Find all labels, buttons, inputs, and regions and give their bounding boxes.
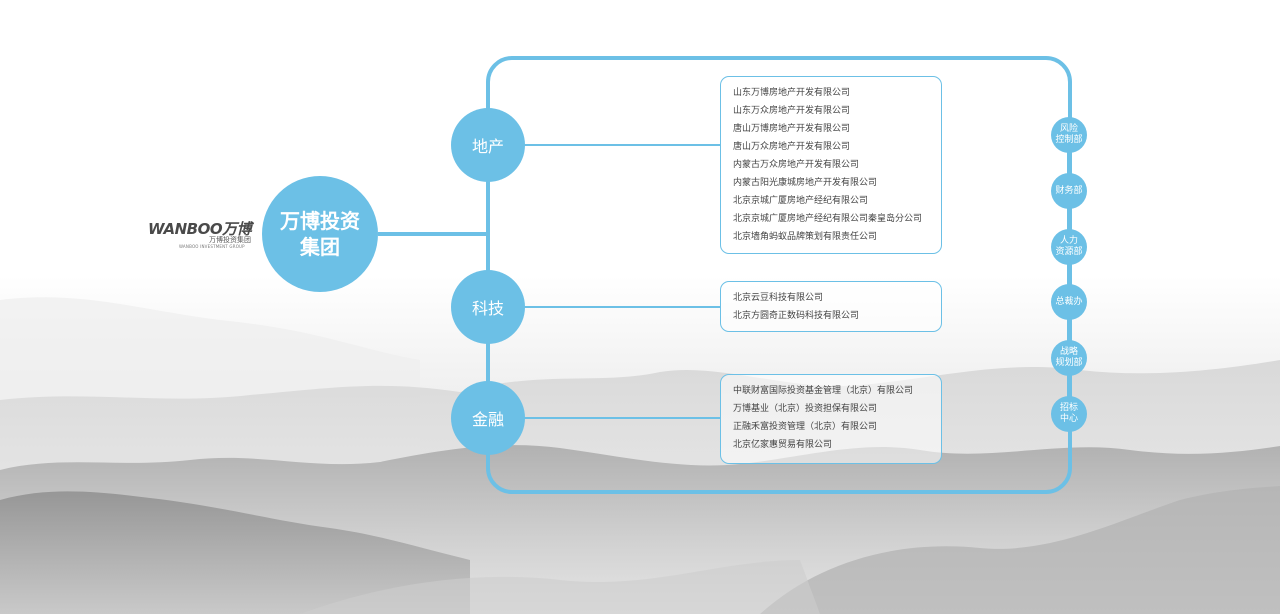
company-item: 北京云豆科技有限公司 — [733, 293, 824, 303]
logo-wordmark: WANBOO万博 — [148, 220, 252, 238]
dept-node-hr: 人力资源部 — [1051, 229, 1087, 265]
root-label-line1: 万博投资 — [280, 209, 360, 233]
company-item: 万博基业（北京）投资担保有限公司 — [733, 404, 878, 414]
dept-node-risk-control: 风险控制部 — [1051, 117, 1087, 153]
dept-label-line2: 资源部 — [1055, 247, 1083, 257]
company-logo: WANBOO万博 万博投资集团 WANBOO INVESTMENT GROUP — [148, 218, 254, 252]
company-item: 山东万众房地产开发有限公司 — [733, 106, 851, 116]
dept-label-line1: 风险 — [1059, 124, 1078, 134]
dept-label-line1: 战略 — [1059, 347, 1078, 357]
dept-node-bidding: 招标中心 — [1051, 396, 1087, 432]
branch-node-realestate: 地产 — [451, 108, 525, 182]
company-item: 北京京城广厦房地产经纪有限公司秦皇岛分公司 — [733, 214, 923, 224]
company-item: 内蒙古万众房地产开发有限公司 — [733, 160, 860, 170]
company-box-tech: 北京云豆科技有限公司 北京方圆奇正数码科技有限公司 — [720, 281, 942, 332]
company-item: 中联财富国际投资基金管理（北京）有限公司 — [733, 386, 914, 396]
logo-english-name: WANBOO INVESTMENT GROUP — [179, 244, 245, 249]
dept-label-line2: 规划部 — [1055, 358, 1083, 368]
dept-node-strategy: 战略规划部 — [1051, 340, 1087, 376]
dept-label-line2: 中心 — [1059, 414, 1078, 424]
dept-label-line1: 人力 — [1059, 236, 1078, 246]
company-item: 内蒙古阳光康城房地产开发有限公司 — [733, 178, 878, 188]
dept-label-line2: 控制部 — [1055, 135, 1083, 145]
root-node: 万博投资 集团 — [262, 176, 378, 292]
company-box-realestate: 山东万博房地产开发有限公司 山东万众房地产开发有限公司 唐山万博房地产开发有限公… — [720, 76, 942, 254]
company-item: 唐山万博房地产开发有限公司 — [733, 124, 851, 134]
company-item: 北京方圆奇正数码科技有限公司 — [733, 311, 860, 321]
company-item: 北京墙角蚂蚁品牌策划有限责任公司 — [733, 232, 878, 242]
dept-node-finance: 财务部 — [1051, 173, 1087, 209]
company-box-finance: 中联财富国际投资基金管理（北京）有限公司 万博基业（北京）投资担保有限公司 正融… — [720, 374, 942, 464]
root-label-line2: 集团 — [300, 235, 340, 259]
company-item: 正融禾富投资管理（北京）有限公司 — [733, 422, 878, 432]
branch-label: 地产 — [471, 137, 504, 156]
company-item: 北京京城广厦房地产经纪有限公司 — [733, 196, 869, 206]
logo-chinese-name: 万博投资集团 — [209, 236, 251, 244]
company-item: 唐山万众房地产开发有限公司 — [733, 142, 851, 152]
company-item: 山东万博房地产开发有限公司 — [733, 88, 851, 98]
branch-node-finance: 金融 — [451, 381, 525, 455]
dept-label-line1: 财务部 — [1055, 185, 1083, 196]
dept-label-line1: 总裁办 — [1055, 296, 1083, 307]
branch-node-tech: 科技 — [451, 270, 525, 344]
company-item: 北京亿家惠贸易有限公司 — [733, 440, 833, 450]
dept-label-line1: 招标 — [1059, 403, 1078, 413]
branch-label: 科技 — [471, 299, 504, 318]
branch-label: 金融 — [471, 410, 504, 429]
dept-node-president-office: 总裁办 — [1051, 284, 1087, 320]
